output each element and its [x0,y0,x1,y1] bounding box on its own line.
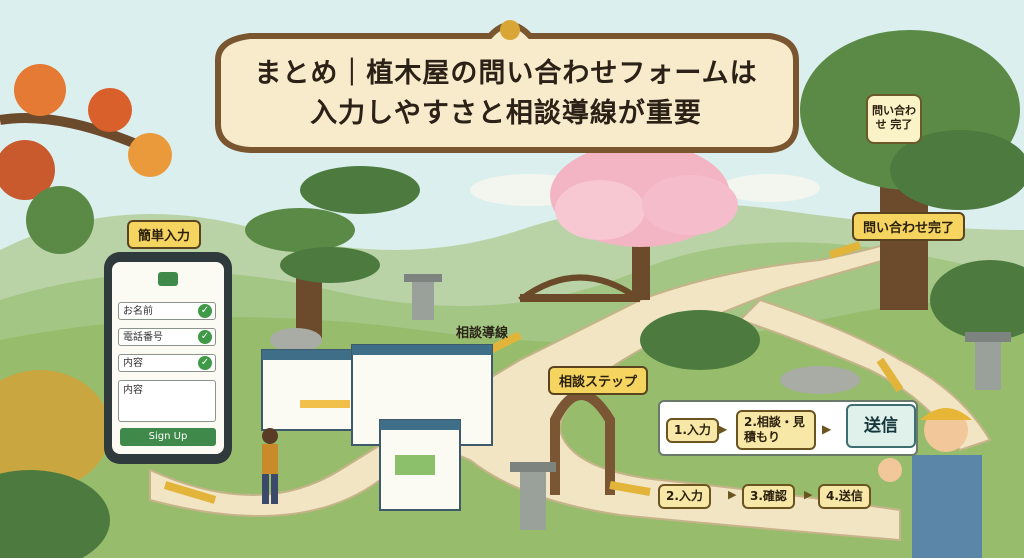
path-step-2: 2.入力 [658,484,711,509]
arrow-right-icon: ▶ [822,422,832,436]
arrow-right-icon: ▶ [728,488,737,501]
sign-up-button[interactable]: Sign Up [120,428,216,446]
inquiry-done-bubble: 問い合わせ 完了 [866,94,922,144]
name-field[interactable]: お名前 [118,302,216,320]
inquiry-done-label: 問い合わせ完了 [852,212,966,241]
easy-input-label: 簡単入力 [127,220,202,249]
check-icon: ✓ [198,356,212,370]
step-2: 2.相談・見積もり [736,410,816,450]
consult-path-label: 相談導線 [456,326,509,341]
send-button[interactable]: 送信 [846,404,916,448]
leaf-logo-icon [158,272,178,286]
content-field[interactable]: 内容 [118,354,216,372]
path-step-4: 4.送信 [818,484,871,509]
check-icon: ✓ [198,304,212,318]
phone-field[interactable]: 電話番号 [118,328,216,346]
title-line-2: 入力しやすさと相談導線が重要 [310,98,702,129]
check-icon: ✓ [198,330,212,344]
step-1: 1.入力 [666,418,719,443]
path-step-3: 3.確認 [742,484,795,509]
title-line-1: まとめ｜植木屋の問い合わせフォームは [254,58,758,89]
consult-steps-label: 相談ステップ [548,366,649,395]
title: まとめ｜植木屋の問い合わせフォームは 入力しやすさと相談導線が重要 [236,54,776,134]
arrow-right-icon: ▶ [718,422,728,436]
content-textarea[interactable]: 内容 [118,380,216,422]
arrow-right-icon: ▶ [804,488,813,501]
